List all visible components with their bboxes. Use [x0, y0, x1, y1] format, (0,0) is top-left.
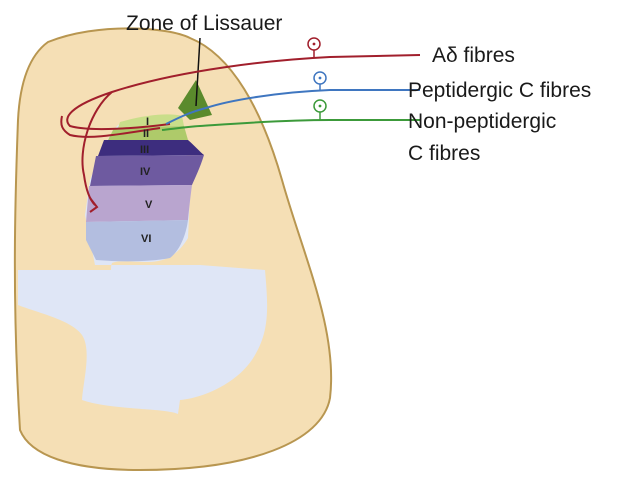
lamina-v — [86, 185, 192, 222]
lamina-label-iii: III — [140, 144, 149, 156]
lamina-label-i: I — [146, 116, 149, 128]
lamina-label-ii: II — [143, 128, 149, 140]
lamina-vi — [86, 220, 188, 261]
non-peptidergic-label: Non-peptidergic — [408, 110, 556, 133]
lamina-label-vi: VI — [141, 233, 151, 245]
lamina-label-v: V — [145, 199, 153, 211]
non-peptidergic-nucleus — [319, 105, 322, 108]
a-delta-label: Aδ fibres — [432, 44, 515, 67]
lamina-iii — [98, 140, 204, 156]
c-fibres-label: C fibres — [408, 142, 480, 165]
lamina-label-iv: IV — [140, 166, 151, 178]
a-delta-nucleus — [313, 43, 316, 46]
peptidergic-label: Peptidergic C fibres — [408, 79, 591, 102]
peptidergic-nucleus — [319, 77, 322, 80]
diagram-title: Zone of Lissauer — [126, 12, 282, 35]
